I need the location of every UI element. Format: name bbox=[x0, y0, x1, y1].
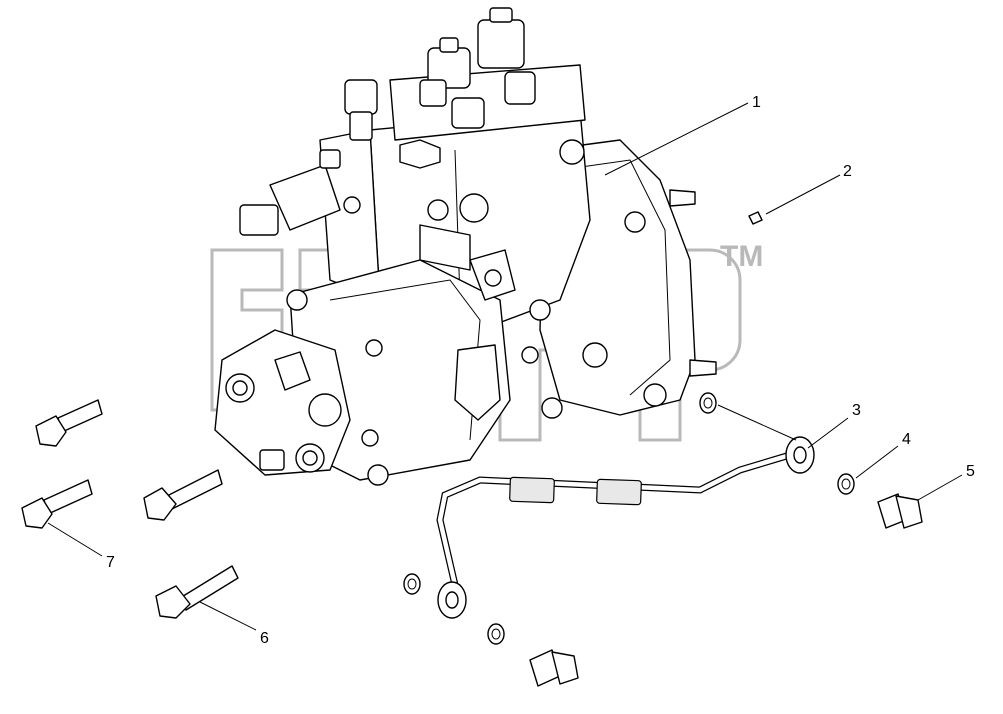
bolt bbox=[21, 399, 103, 529]
callout-2: 2 bbox=[843, 163, 852, 180]
banjo-bolt bbox=[529, 493, 923, 687]
plug bbox=[748, 211, 763, 225]
callout-6: 6 bbox=[260, 630, 269, 647]
sealing-washer bbox=[403, 392, 855, 645]
callout-1: 1 bbox=[752, 94, 761, 111]
callout-5: 5 bbox=[966, 463, 975, 480]
callout-7: 7 bbox=[106, 554, 115, 571]
fuel-line bbox=[436, 436, 815, 619]
callout-3: 3 bbox=[852, 402, 861, 419]
callout-4: 4 bbox=[902, 431, 911, 448]
bolt bbox=[143, 469, 239, 619]
fuel-injection-pump bbox=[214, 7, 717, 486]
leader-lines bbox=[47, 102, 963, 631]
trademark-text: TM bbox=[720, 240, 763, 273]
